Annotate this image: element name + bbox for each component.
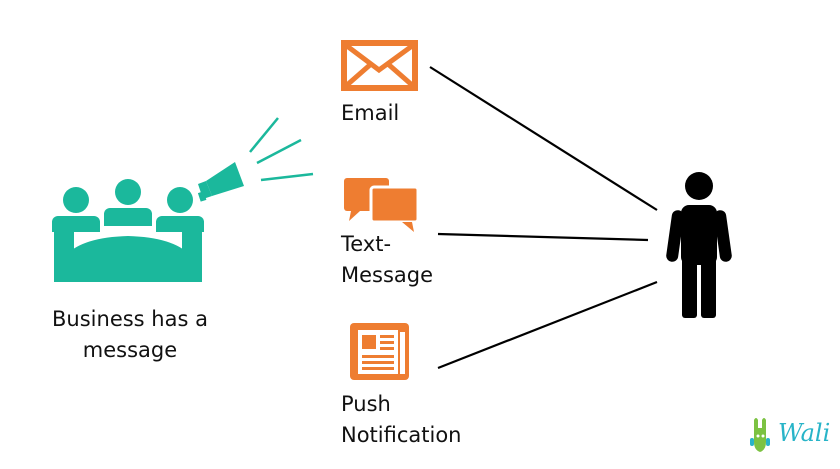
- text-message-label-line1: Text-: [341, 232, 392, 256]
- business-label-line2: message: [82, 338, 178, 362]
- push-label-line1: Push: [341, 392, 391, 416]
- push-notification-label: Push Notification: [341, 389, 462, 451]
- connector-email: [429, 66, 658, 211]
- chat-bubbles-icon: [344, 178, 420, 232]
- wali-logo-icon: [750, 418, 770, 452]
- connectors: [429, 66, 658, 370]
- text-message-label-line2: Message: [341, 263, 434, 287]
- email-label-line1: Email: [341, 101, 400, 125]
- email-label: Email: [341, 98, 399, 129]
- newspaper-icon: [350, 323, 409, 380]
- email-icon: [341, 40, 418, 91]
- business-label-line1: Business has a: [52, 307, 208, 331]
- push-label-line2: Notification: [341, 423, 462, 447]
- person-icon: [666, 172, 732, 318]
- connector-push: [437, 280, 658, 370]
- text-message-label: Text- Message: [341, 229, 433, 291]
- business-label: Business has a message: [40, 304, 220, 366]
- megaphone-icon: [197, 117, 314, 202]
- team-icon: [52, 179, 204, 282]
- connector-text: [437, 232, 649, 242]
- brand-name: Wali: [778, 419, 831, 447]
